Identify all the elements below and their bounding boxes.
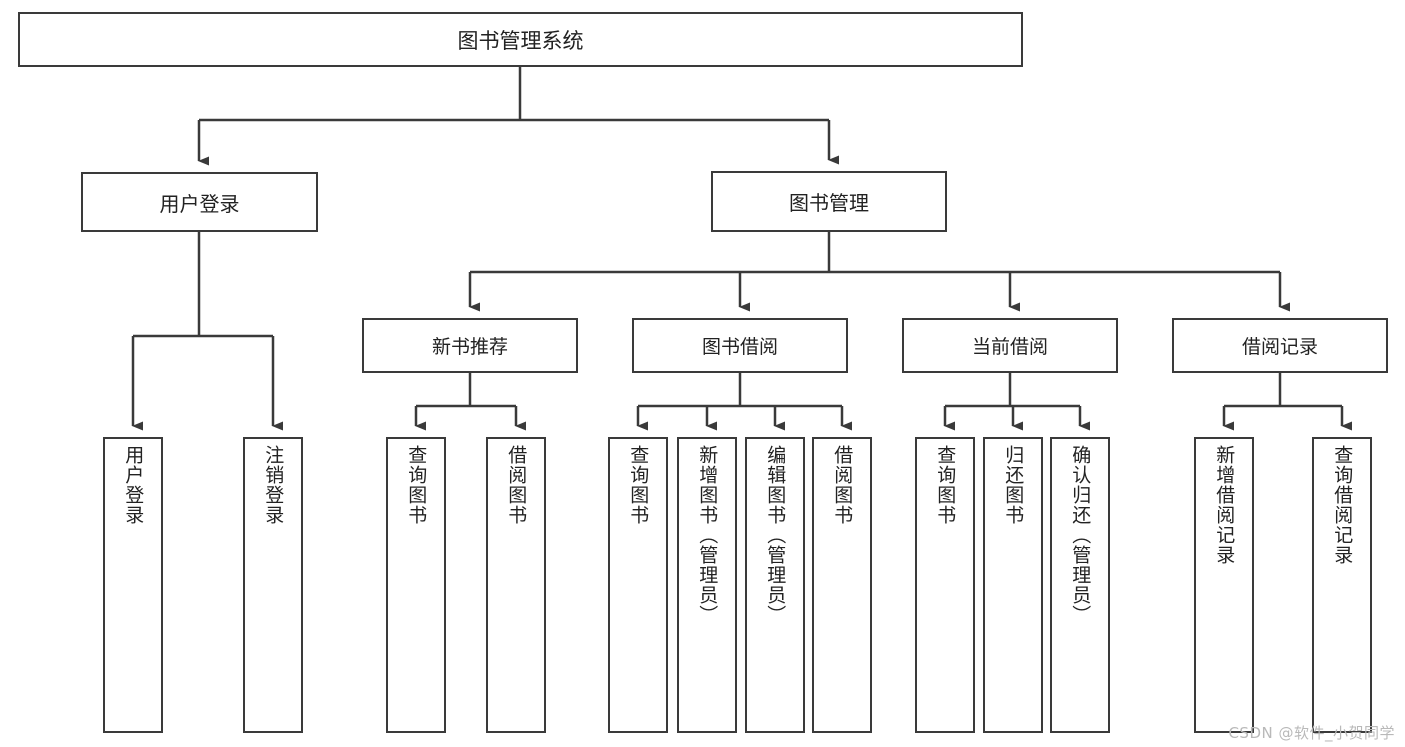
leaf-add-borrowing-record[interactable]: 新增借阅记录 [1194,437,1254,733]
node-label: 新增图书（管理员） [696,445,719,625]
node-borrowing-records[interactable]: 借阅记录 [1172,318,1388,373]
leaf-query-books-borrowing[interactable]: 查询图书 [608,437,668,733]
node-label: 查询图书 [934,445,957,525]
node-label: 图书管理系统 [457,28,584,53]
node-label: 图书借阅 [701,336,778,358]
leaf-edit-book-admin[interactable]: 编辑图书（管理员） [745,437,805,733]
leaf-confirm-return-admin[interactable]: 确认归还（管理员） [1050,437,1110,733]
node-user-login[interactable]: 用户登录 [81,172,318,232]
node-current-borrowing[interactable]: 当前借阅 [902,318,1118,373]
node-label: 借阅记录 [1241,336,1318,358]
node-label: 借阅图书 [505,445,528,525]
node-label: 新增借阅记录 [1213,445,1236,565]
node-label: 查询图书 [405,445,428,525]
node-new-book-recommendation[interactable]: 新书推荐 [362,318,578,373]
node-label: 新书推荐 [431,336,508,358]
leaf-return-books[interactable]: 归还图书 [983,437,1043,733]
node-label: 查询图书 [627,445,650,525]
leaf-user-login[interactable]: 用户登录 [103,437,163,733]
leaf-query-books-current[interactable]: 查询图书 [915,437,975,733]
leaf-logout[interactable]: 注销登录 [243,437,303,733]
leaf-add-book-admin[interactable]: 新增图书（管理员） [677,437,737,733]
node-label: 确认归还（管理员） [1069,445,1092,625]
node-label: 注销登录 [262,445,285,525]
node-book-borrowing[interactable]: 图书借阅 [632,318,848,373]
node-label: 编辑图书（管理员） [764,445,787,625]
node-root-system[interactable]: 图书管理系统 [18,12,1023,67]
node-book-management[interactable]: 图书管理 [711,171,947,232]
leaf-borrow-books-borrowing[interactable]: 借阅图书 [812,437,872,733]
leaf-query-books-recommendation[interactable]: 查询图书 [386,437,446,733]
node-label: 当前借阅 [971,336,1048,358]
leaf-query-borrowing-record[interactable]: 查询借阅记录 [1312,437,1372,733]
node-label: 查询借阅记录 [1331,445,1354,565]
leaf-borrow-books-recommendation[interactable]: 借阅图书 [486,437,546,733]
watermark-text: CSDN @软件_小贺同学 [1228,724,1395,742]
node-label: 归还图书 [1002,445,1025,525]
node-label: 借阅图书 [831,445,854,525]
node-label: 用户登录 [159,191,240,216]
node-label: 用户登录 [122,445,145,525]
node-label: 图书管理 [789,191,869,215]
